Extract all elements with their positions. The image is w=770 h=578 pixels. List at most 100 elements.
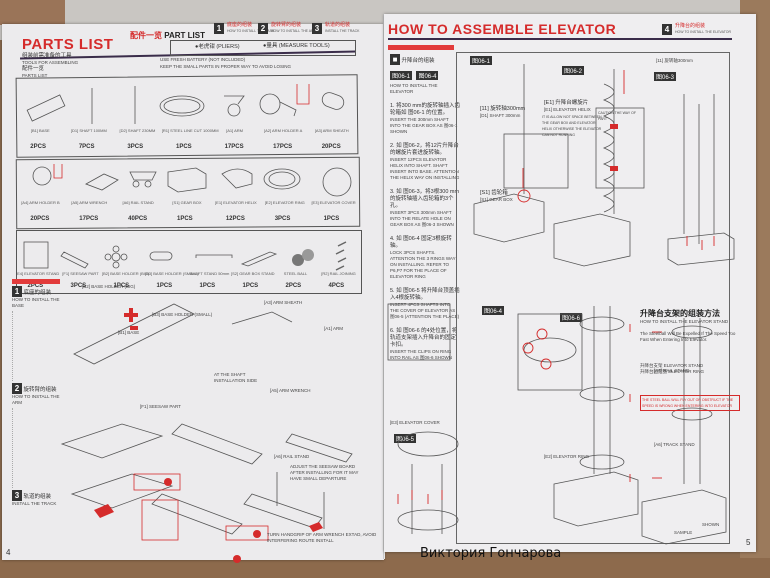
footer-label-sample: SAMPLE xyxy=(674,530,693,535)
elevator-step: 4. 如 图06-4 固定3根旋转轴。LOCK 3PCS SHAFTS. ATT… xyxy=(390,236,456,279)
section-red-bar xyxy=(12,279,60,284)
red-warning-box: THE STEEL BALL WILL FLY OUT OR OBSTRUCT … xyxy=(640,395,740,411)
part-item: [A4] ARM HOLDER B xyxy=(16,200,65,205)
red-part-2 xyxy=(610,166,618,171)
part-label: [S1] GEAR BOX xyxy=(172,200,202,205)
arm-sheath-label: [A3] ARM SHEATH xyxy=(264,300,303,305)
seesaw-part-icon xyxy=(60,251,89,269)
part-label: [E2] ELEVATOR RING xyxy=(264,200,305,205)
arm-holder-icon xyxy=(259,93,281,115)
step-6-box xyxy=(387,303,451,361)
part-label: [A3] ARM SHEATH xyxy=(314,128,349,133)
part-item: SHAFT STAND 50mm xyxy=(188,271,231,276)
part-item: [B1] BASE xyxy=(16,128,65,133)
parts-row-3 xyxy=(16,230,362,294)
elevator-steps-column: ■ 升降台的组装 图06-1 图06-4 HOW TO INSTALL THE … xyxy=(390,54,460,360)
track-stand-label: [A6] TRACK STAND xyxy=(654,442,695,447)
footer-label-shown: SHOWN xyxy=(702,522,720,527)
part-count: 2PCS xyxy=(27,283,44,289)
elevator-stand-box: 升降台支架的组装方法 HOW TO INSTALL THE ELEVATOR S… xyxy=(640,308,740,411)
instruction-3: 3 轨道的组装 xyxy=(12,490,70,501)
shaft-300-label-2: [11] 旋转轴300mm xyxy=(656,58,693,63)
part-count: 2PCS xyxy=(30,144,46,150)
arm-holder-b-icon xyxy=(32,166,52,186)
part-label: [F1] SEESAW PART xyxy=(62,271,99,276)
part-item: [S2] GEAR BOX STAND xyxy=(231,271,275,276)
part-item: [B3] BASE HOLDER (SMALL) xyxy=(145,271,199,276)
part-label: [A1] ARM xyxy=(226,128,244,133)
shaft-stand-icon xyxy=(195,254,233,258)
rail-stand-diagram xyxy=(171,423,263,465)
background-table-corner xyxy=(0,0,65,25)
part-item: [A5] ARM WRENCH xyxy=(65,200,114,205)
arm-sheath-icon xyxy=(321,92,345,110)
seesaw-note: ADJUST THE SEESAW BOARD AFTER INSTALLING… xyxy=(290,464,359,481)
arm-diagram-1 xyxy=(60,423,164,459)
title-rule-right xyxy=(388,38,732,40)
base-label: [B1] BASE xyxy=(118,330,140,335)
gear-box-diagram-1 xyxy=(473,193,545,243)
part-count: 1PCS xyxy=(113,283,130,289)
arm-holder-diagram xyxy=(231,311,293,325)
battery-note: USE FRESH BATTERY (NOT INCLUDED) xyxy=(160,57,246,62)
part-item: [A2] ARM HOLDER A xyxy=(259,128,308,133)
red-circle-2 xyxy=(536,328,548,340)
part-label: [A6] RAIL STAND xyxy=(122,200,154,205)
base-plate-icon xyxy=(26,94,66,122)
part-item: [A6] RAIL STAND xyxy=(114,200,163,205)
seesaw-diagram-1 xyxy=(151,493,243,535)
arm-icon xyxy=(227,103,241,117)
part-count: 4PCS xyxy=(328,283,345,289)
gear-box-label: [S1] 齿轮箱[S1] GEAR BOX xyxy=(480,190,513,202)
elevator-step: 6. 如 图06-6 的4处位置，将轨道支架插入升降台的固定卡扣。INSERT … xyxy=(390,328,458,360)
part-item: [E2] ELEVATOR RING xyxy=(260,200,309,205)
part-item: STEEL BALL xyxy=(274,271,317,276)
part-count: 1PCS xyxy=(177,216,193,222)
helix-diagram xyxy=(602,83,615,213)
caution-detail-box xyxy=(595,107,645,189)
part-count: 20PCS xyxy=(30,216,50,222)
page-number-right: 5 xyxy=(746,538,751,547)
elevator-helix-icon xyxy=(221,168,253,189)
figure-tag-06-1: 图06-1 xyxy=(470,56,493,65)
figure-tag-06-5: 图06-5 xyxy=(394,434,417,443)
part-label: [B1] BASE xyxy=(30,128,50,133)
wrench-note: TURN HANDGRIP OF ARM WRENCH EXTAD, AVOID… xyxy=(267,532,377,543)
parts-illustrations xyxy=(23,84,352,271)
elevator-ring-diagram xyxy=(523,337,577,363)
base-holder-small-red-icon xyxy=(130,326,138,330)
elevator-step: 3. 如 图06-3，将3根300 mm的旋转轴插入齿轮箱的3个孔。INSERT… xyxy=(390,189,460,227)
red-wrench-icon xyxy=(94,504,114,518)
part-count: 1PCS xyxy=(156,283,173,289)
instruction-1: 1 底座的组装 xyxy=(12,286,70,297)
diagram-frame xyxy=(456,52,730,544)
part-count: 17PCS xyxy=(224,144,244,150)
assemble-elevator-title: HOW TO ASSEMBLE ELEVATOR xyxy=(388,21,617,37)
part-count: 17PCS xyxy=(79,216,99,222)
seesaw-part-label: [F1] SEESAW PART xyxy=(140,404,181,409)
shaft-side-label: AT THE SHAFT INSTALLATION SIDE xyxy=(214,372,258,383)
elevator-ring-label: [E2] ELEVATOR RING xyxy=(544,454,590,459)
tools-heading: 组装前需准备的工具 TOOLS FOR ASSEMBLING 配件一览 PART… xyxy=(22,53,79,78)
part-label: [A4] ARM HOLDER B xyxy=(21,200,60,205)
part-count: 1PCS xyxy=(176,144,192,150)
arm-wrench-icon xyxy=(85,173,119,191)
section-red-bar-right xyxy=(388,45,454,50)
gear-box-diagram-2 xyxy=(553,213,631,267)
red-stop-icon-3 xyxy=(233,555,241,563)
rail-diagram-right xyxy=(285,433,353,463)
part-label: [B2] BASE HOLDER (BIG) xyxy=(102,271,150,276)
red-circle-4 xyxy=(540,358,552,370)
figure-tag-06-3: 图06-3 xyxy=(654,72,677,81)
part-label: [D1] SHAFT 100MM xyxy=(70,128,107,133)
steel-ball-icon xyxy=(292,249,314,266)
part-label: [E3] ELEVATOR COVER xyxy=(311,200,356,205)
rail-stand-label: [A6] RAIL STAND xyxy=(274,454,310,459)
tools-box: ●老虎钳 (PLIERS) ●量具 (MEASURE TOOLS) xyxy=(170,40,356,56)
part-item: [R1] STEEL LINE CUT 1000MM xyxy=(162,128,219,133)
steel-line-icon xyxy=(159,95,205,117)
helix-detail-box xyxy=(503,133,569,189)
part-item: [D2] SHAFT 230MM xyxy=(113,128,162,133)
